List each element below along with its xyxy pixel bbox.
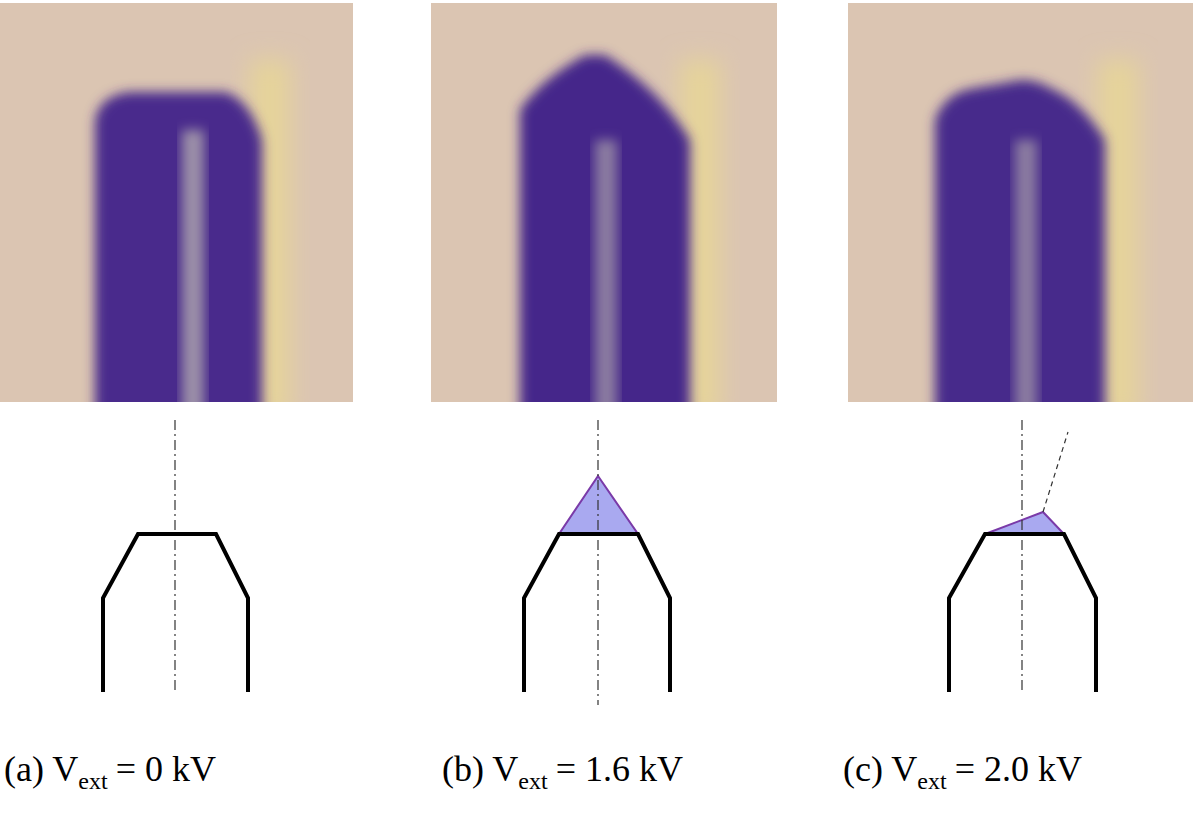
schematic-c — [949, 420, 1096, 692]
schematic-b — [524, 420, 670, 705]
caption-text: (c) V — [843, 749, 917, 789]
caption: (a) Vext= 0 kV — [4, 748, 216, 790]
subscript: ext — [78, 768, 107, 794]
caption-text: = 0 kV — [116, 749, 216, 789]
schematic-a — [103, 420, 248, 692]
photo-c — [848, 3, 1193, 402]
caption-text: (a) V — [4, 749, 78, 789]
subscript: ext — [917, 768, 946, 794]
caption-text: = 1.6 kV — [556, 749, 683, 789]
subscript: ext — [518, 768, 547, 794]
caption-text: = 2.0 kV — [955, 749, 1082, 789]
photo-b — [431, 3, 777, 402]
photo-a — [0, 3, 353, 402]
caption: (b) Vext= 1.6 kV — [442, 748, 683, 790]
caption-text: (b) V — [442, 749, 518, 789]
caption: (c) Vext= 2.0 kV — [843, 748, 1082, 790]
